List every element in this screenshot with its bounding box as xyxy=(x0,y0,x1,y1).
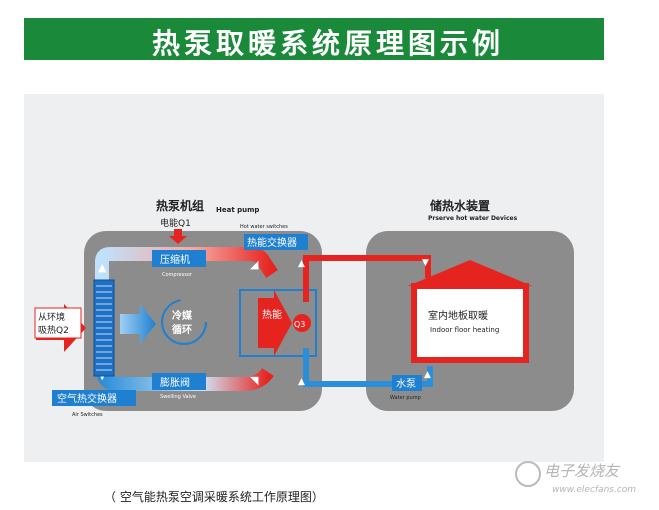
heat-exchanger-label: 热能交换器 xyxy=(247,236,297,249)
electric-input-label: 电能Q1 xyxy=(160,217,191,229)
compressor-label-box xyxy=(152,250,206,267)
flow-arrow-icon: ▲ xyxy=(424,370,431,380)
house-roof xyxy=(408,260,532,286)
watermark-svg: 电子发烧友 www.elecfans.com xyxy=(515,461,636,495)
water-pump-label: 水泵 xyxy=(396,378,416,390)
cold-water-pipe xyxy=(303,348,433,387)
expansion-valve-label: 膨胀阀 xyxy=(160,376,190,389)
flow-arrow-icon: ▲ xyxy=(298,259,305,269)
water-pump-label-box xyxy=(392,375,422,391)
compressor-label: 压缩机 xyxy=(160,253,190,266)
heat-exchanger-frame xyxy=(239,289,317,357)
expansion-valve-label-box xyxy=(152,373,206,390)
q3-label: Q3 xyxy=(294,320,305,329)
refrigerant-label-line1: 冷媒 xyxy=(172,309,193,322)
refrigerant-cycle-icon xyxy=(161,299,207,345)
cold-air-arrow xyxy=(120,304,156,344)
air-exchanger-label-box xyxy=(52,390,136,406)
heat-energy-label: 热能 xyxy=(262,308,282,321)
compressor-label-en: Compressor xyxy=(162,272,193,278)
heat-pump-diagram: 热泵机组 Heat pump 储热水装置 Prserve hot water D… xyxy=(24,94,604,462)
flow-arrow-icon: ▼ xyxy=(422,258,429,268)
heat-pump-title-en: Heat pump xyxy=(216,206,259,214)
watermark-logo-icon xyxy=(515,461,541,487)
electric-input-arrow xyxy=(169,229,187,244)
q3-badge xyxy=(293,314,311,332)
refrigerant-label-line2: 循环 xyxy=(172,323,192,336)
heat-pump-title: 热泵机组 xyxy=(156,198,204,213)
watermark-logo: 电子发烧友 www.elecfans.com xyxy=(512,454,652,506)
flow-arrow-icon: ◢ xyxy=(250,258,259,271)
watermark-text-cn: 电子发烧友 xyxy=(544,462,621,480)
heat-energy-arrow xyxy=(258,290,292,356)
watermark-text-en: www.elecfans.com xyxy=(552,485,636,495)
flow-arrow-icon: ◥ xyxy=(250,374,259,387)
title-banner: 热泵取暖系统原理图示例 xyxy=(24,18,604,60)
figure-caption: （ 空气能热泵空调采暖系统工作原理图） xyxy=(104,490,324,504)
hot-water-switch-label-en: Hot water switches xyxy=(240,224,288,230)
air-exchanger-label-en: Air Switches xyxy=(72,412,103,418)
flow-arrow-icon: ▲ xyxy=(298,377,305,387)
environment-label-box xyxy=(34,307,82,339)
environment-label-line2: 吸热Q2 xyxy=(38,324,69,336)
water-pump-label-en: Water pump xyxy=(390,395,421,401)
diagram-canvas: 热泵机组 Heat pump 储热水装置 Prserve hot water D… xyxy=(34,198,574,418)
floor-heating-label-en: Indoor floor heating xyxy=(430,326,499,334)
coil-fins xyxy=(96,285,112,371)
hot-water-pipe xyxy=(303,255,431,302)
page-title: 热泵取暖系统原理图示例 xyxy=(152,27,505,60)
storage-title: 储热水装置 xyxy=(430,198,490,213)
house-body xyxy=(411,283,529,363)
air-exchanger-label: 空气热交换器 xyxy=(57,392,117,405)
expansion-valve-label-en: Swelling Valve xyxy=(160,394,196,400)
heat-exchanger-label-box xyxy=(244,234,308,250)
environment-label-line1: 从环境 xyxy=(38,311,65,323)
floor-heating-label: 室内地板取暖 xyxy=(428,309,488,322)
flow-arrow-icon: ▲ xyxy=(98,261,107,274)
storage-title-en: Prserve hot water Devices xyxy=(428,215,518,222)
